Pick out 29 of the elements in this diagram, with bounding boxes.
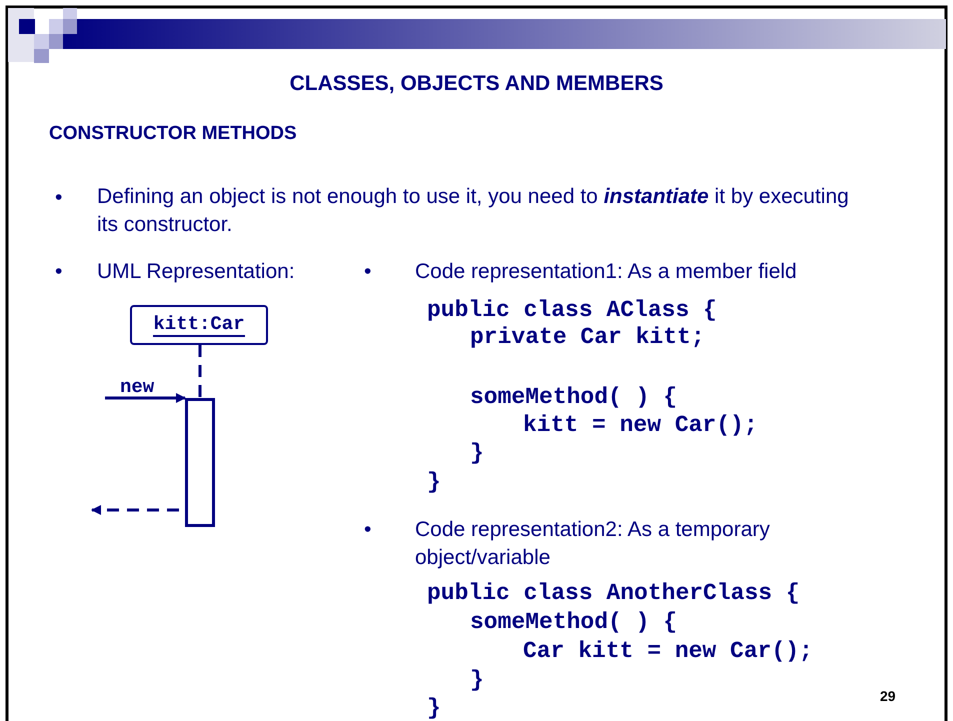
code-line: }: [427, 695, 441, 721]
code-line: public class AnotherClass {: [427, 580, 800, 606]
code-line: kitt = new Car();: [523, 412, 758, 438]
bullet: •: [364, 259, 372, 285]
bullet-text: Code representation2: As a temporary object/variable: [415, 517, 771, 571]
lifeline: [198, 345, 202, 398]
bullet-text: UML Representation:: [97, 259, 295, 285]
code-line: someMethod( ) {: [470, 609, 678, 635]
return-arrow: [91, 505, 179, 515]
message-arrow: [105, 393, 186, 403]
code-line: private Car kitt;: [470, 324, 705, 350]
object-name: kitt:Car: [153, 314, 245, 336]
bullet-text: Defining an object is not enough to use it, you need to instantiate it by executing its constructor.: [97, 184, 850, 238]
code-line: public class AClass {: [427, 297, 717, 323]
object-box: [130, 305, 268, 345]
bullet: •: [364, 517, 372, 543]
code-line: Car kitt = new Car();: [523, 638, 813, 664]
edge-label: new: [120, 376, 154, 398]
code-line: }: [470, 440, 484, 466]
code-line: someMethod( ) {: [470, 384, 678, 410]
page-number: 29: [880, 688, 896, 704]
bullet: •: [55, 185, 62, 211]
slide-title: CLASSES, OBJECTS AND MEMBERS: [288, 72, 664, 96]
code-line: }: [470, 667, 484, 693]
section-heading: CONSTRUCTOR METHODS: [49, 123, 297, 145]
bullet: •: [55, 259, 62, 285]
code-line: }: [427, 469, 441, 495]
bullet-text: Code representation1: As a member field: [415, 259, 797, 285]
activation-bar: [185, 398, 215, 527]
